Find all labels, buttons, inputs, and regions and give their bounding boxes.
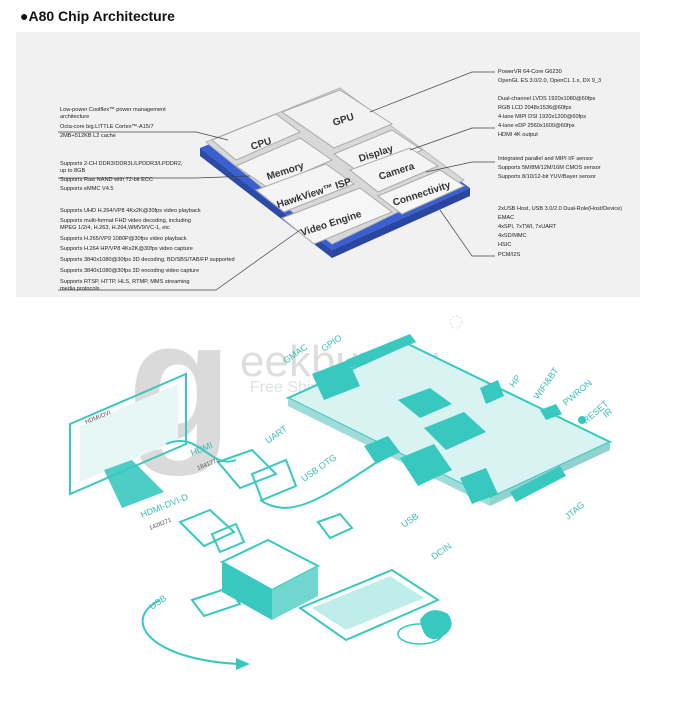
chip-die: CPU GPU Memory Display HawkView™ ISP Cam…	[200, 87, 470, 258]
svg-text:Supports RTSP, HTTP, HLS, RTMP: Supports RTSP, HTTP, HLS, RTMP, MMS stre…	[60, 279, 189, 285]
svg-text:Low-power Coolflex™ power mana: Low-power Coolflex™ power management	[60, 107, 166, 113]
svg-text:Supports 5M/8M/12M/16M CMOS se: Supports 5M/8M/12M/16M CMOS sensor	[498, 165, 601, 171]
usb-hub-icon	[219, 538, 321, 620]
memory-block	[234, 137, 334, 189]
svg-text:media protocols: media protocols	[60, 286, 100, 292]
usb-plug-icon	[190, 512, 354, 618]
svg-text:Supports Raw NAND with 72-bit: Supports Raw NAND with 72-bit ECC	[60, 177, 153, 183]
svg-text:Supports multi-format FHD vide: Supports multi-format FHD video decoding…	[60, 218, 191, 224]
mouse-icon	[397, 610, 452, 645]
svg-text:2xUSB Host, USB 3.0/2.0 Dual-R: 2xUSB Host, USB 3.0/2.0 Dual-Role(Host/D…	[498, 206, 622, 212]
pwron-label: PWRON	[561, 378, 594, 408]
hp-jack-icon	[480, 380, 504, 404]
video-engine-block	[281, 187, 394, 245]
svg-text:Supports 3840x1080@30fps 3D de: Supports 3840x1080@30fps 3D decoding, BD…	[60, 257, 235, 263]
camera-block	[348, 147, 440, 193]
svg-text:up to 8GB: up to 8GB	[60, 168, 85, 174]
svg-text:2MB+512KB L2 cache: 2MB+512KB L2 cache	[60, 133, 116, 139]
isp-block	[254, 163, 356, 213]
svg-text:4-lane MIPI DSI 1920x1200@60fp: 4-lane MIPI DSI 1920x1200@60fps	[498, 114, 586, 120]
svg-text:HDMI 4K output: HDMI 4K output	[498, 132, 538, 138]
svg-text:Supports 3840x1080@30fps 3D en: Supports 3840x1080@30fps 3D encoding vid…	[60, 268, 199, 274]
hdmi-dvi-d-adapter-icon: HDMI-DVI-D 1428271	[139, 491, 246, 554]
svg-text:HSIC: HSIC	[498, 242, 511, 248]
svg-text:Supports UHD H.264/VP8 4Kx2K@3: Supports UHD H.264/VP8 4Kx2K@30fps video…	[60, 208, 201, 214]
svg-text:Dual-channel LVDS 1920x1080@60: Dual-channel LVDS 1920x1080@60fps	[498, 96, 596, 102]
hdmi-dvi-d-part-label: 1428271	[149, 517, 174, 532]
usb-left-label: USB	[147, 593, 168, 612]
jtag-header-icon	[510, 466, 566, 502]
svg-text:Octa-core big.LITTLE Cortex™-A: Octa-core big.LITTLE Cortex™-A15/7	[60, 124, 154, 130]
svg-text:OpenGL ES 3.0/2.0, OpenCL 1.x,: OpenGL ES 3.0/2.0, OpenCL 1.x, DX 9_3	[498, 78, 601, 84]
svg-text:Supports 2-CH DDR3/DDR3L/LPDDR: Supports 2-CH DDR3/DDR3L/LPDDR3/LPDDR2,	[60, 161, 183, 167]
connectivity-block	[377, 169, 466, 215]
wifi-module-icon	[540, 404, 562, 420]
uart-label: UART	[263, 423, 289, 445]
svg-text:EMAC: EMAC	[498, 215, 514, 221]
svg-text:Integrated parallel and MIPI I: Integrated parallel and MIPI I/F sensor	[498, 156, 593, 162]
svg-text:4-lane eDP 2560x1600@60fps: 4-lane eDP 2560x1600@60fps	[498, 123, 575, 129]
svg-text:PowerVR 64-Core G6230: PowerVR 64-Core G6230	[498, 69, 562, 75]
dcin-port-icon	[460, 468, 498, 504]
gpu-block	[280, 89, 394, 149]
keyboard-icon	[297, 568, 441, 642]
soc-chip-icon	[398, 388, 452, 418]
cpu-block	[211, 113, 301, 161]
right-specs: PowerVR 64-Core G6230 OpenGL ES 3.0/2.0,…	[498, 69, 622, 258]
monitor-icon: HDMI/DVI	[69, 372, 187, 508]
svg-text:PCM/I2S: PCM/I2S	[498, 252, 521, 258]
hp-label: HP	[507, 373, 522, 389]
svg-text:Supports 8/10/12-bit YUV/Bayer: Supports 8/10/12-bit YUV/Bayer sensor	[498, 174, 596, 180]
leader-lines	[58, 71, 495, 291]
svg-text:architecture: architecture	[60, 114, 89, 120]
svg-text:4xSPI, 7xTWI, 7xUART: 4xSPI, 7xTWI, 7xUART	[498, 224, 557, 230]
cables	[141, 440, 381, 670]
jtag-label: JTAG	[563, 500, 587, 522]
svg-text:Supports H.264 HP/VP8 4Kx2K@30: Supports H.264 HP/VP8 4Kx2K@30fps video …	[60, 246, 193, 252]
usb-otg-label: USB OTG	[299, 452, 338, 483]
usb-otg-port-icon	[364, 436, 400, 464]
ram-chip-icon	[424, 412, 486, 450]
board	[285, 334, 613, 506]
gmac-port-icon	[312, 360, 360, 400]
svg-text:MPEG 1/2/4, H.263, H.264,WMV9/: MPEG 1/2/4, H.263, H.264,WMV9/VC-1, etc	[60, 225, 170, 231]
dcin-label: DCIN	[429, 541, 453, 562]
svg-text:4xSD/MMC: 4xSD/MMC	[498, 233, 527, 239]
gpio-header-icon	[346, 334, 416, 368]
svg-text:Supports eMMC V4.5: Supports eMMC V4.5	[60, 186, 113, 192]
page-title: ●A80 Chip Architecture	[20, 8, 175, 24]
left-specs: Low-power Coolflex™ power management arc…	[60, 107, 235, 292]
ir-receiver-icon	[578, 416, 586, 424]
svg-text:RGB LCD 2048x1536@60fps: RGB LCD 2048x1536@60fps	[498, 105, 572, 111]
wifi-bt-label: WIFI&BT	[531, 365, 560, 401]
usb-board-label: USB	[399, 511, 420, 530]
usb-port-icon	[400, 444, 452, 486]
svg-text:Supports H.265/VP9 1080P@30fps: Supports H.265/VP9 1080P@30fps video pla…	[60, 236, 187, 242]
